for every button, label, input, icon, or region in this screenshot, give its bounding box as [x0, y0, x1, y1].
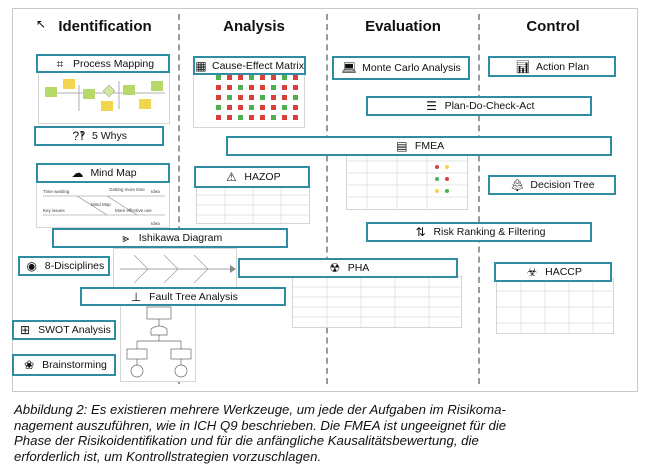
column-control: Control — [526, 18, 580, 35]
fault-tree-icon: ⊥ — [130, 289, 142, 304]
fault-tree-thumbnail — [120, 302, 196, 382]
tool-eight-disciplines[interactable]: ◉ 8-Disciplines — [18, 256, 110, 276]
mind-map-label: Mind Map — [91, 202, 111, 207]
tool-hazop[interactable]: ⚠︎ HAZOP — [194, 166, 310, 188]
column-evaluation: Evaluation — [365, 18, 441, 35]
radiation-icon: ☢︎ — [329, 261, 341, 275]
mind-map-label: Idea — [151, 189, 160, 194]
tool-action-plan[interactable]: 📊︎ Action Plan — [488, 56, 616, 77]
mind-map-thumbnail: Time wasting Getting more time Mind Map … — [36, 180, 170, 228]
mind-map-label: Getting more time — [109, 187, 145, 192]
column-divider — [478, 14, 480, 384]
tool-pdca[interactable]: ☰ Plan-Do-Check-Act — [366, 96, 592, 116]
hazop-thumbnail — [196, 186, 310, 224]
presenter-icon: 📊︎ — [515, 59, 531, 74]
swot-grid-icon: ⊞ — [20, 323, 31, 337]
column-identification: Identification — [58, 18, 152, 35]
cursor-icon: ↖ — [36, 17, 47, 31]
process-map-icon: ⌗ — [56, 56, 64, 71]
mind-map-label: More effective use — [115, 208, 152, 213]
laptop-icon: 💻︎ — [341, 61, 357, 75]
question-marks-icon: ?‽ — [72, 129, 86, 143]
column-analysis: Analysis — [223, 18, 285, 35]
tool-decision-tree[interactable]: 🌲︎ Decision Tree — [488, 175, 616, 195]
fmea-thumbnail — [346, 150, 468, 210]
tool-ishikawa[interactable]: ⪢ Ishikawa Diagram — [52, 228, 288, 248]
tool-risk-ranking[interactable]: ⇅ Risk Ranking & Filtering — [366, 222, 592, 242]
cloud-icon: ☁︎ — [71, 166, 84, 180]
tool-haccp[interactable]: ☣︎ HACCP — [494, 262, 612, 282]
mind-map-label: Idea — [151, 221, 160, 226]
ishikawa-thumbnail — [113, 248, 237, 288]
tool-mind-map[interactable]: ☁︎ Mind Map — [36, 163, 170, 183]
tool-swot[interactable]: ⊞ SWOT Analysis — [12, 320, 116, 340]
mind-map-label: Time wasting — [43, 189, 70, 194]
tool-process-mapping[interactable]: ⌗ Process Mapping — [36, 54, 170, 73]
target-icon: ◉ — [26, 259, 37, 273]
checklist-icon: ☰ — [426, 99, 437, 113]
biohazard-icon: ☣︎ — [526, 265, 538, 279]
column-divider — [326, 14, 328, 384]
matrix-grid-icon: ▦ — [195, 58, 207, 73]
haccp-thumbnail — [496, 278, 614, 334]
tool-fault-tree[interactable]: ⊥ Fault Tree Analysis — [80, 287, 286, 306]
pha-thumbnail — [292, 276, 462, 328]
table-icon: ▤ — [396, 139, 408, 153]
tool-cause-effect-matrix[interactable]: ▦ Cause-Effect Matrix — [193, 56, 306, 75]
tree-icon: 🌲︎ — [509, 178, 525, 192]
warning-triangle-icon: ⚠︎ — [226, 170, 237, 184]
ranking-filter-icon: ⇅ — [415, 225, 426, 239]
figure-caption: Abbildung 2: Es existieren mehrere Werkz… — [14, 402, 507, 464]
mind-map-label: Key issues — [43, 208, 66, 213]
tool-pha[interactable]: ☢︎ PHA — [238, 258, 458, 278]
tool-monte-carlo[interactable]: 💻︎ Monte Carlo Analysis — [332, 56, 470, 80]
tool-fmea[interactable]: ▤ FMEA — [226, 136, 612, 156]
tool-five-whys[interactable]: ?‽ 5 Whys — [34, 126, 164, 146]
fishbone-icon: ⪢ — [122, 231, 130, 245]
column-divider — [178, 14, 180, 384]
tool-brainstorming[interactable]: ❀ Brainstorming — [12, 354, 116, 376]
cause-effect-matrix-thumbnail — [193, 66, 305, 128]
brain-icon: ❀ — [24, 358, 35, 372]
